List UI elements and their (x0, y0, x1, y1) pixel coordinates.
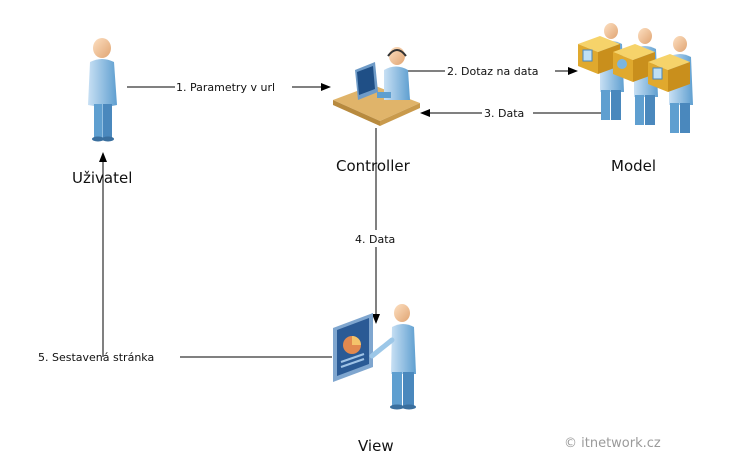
controller-label: Controller (336, 157, 411, 175)
user-label: Uživatel (72, 169, 132, 187)
edge-parametry-v-url: 1. Parametry v url (127, 81, 331, 94)
edge-dotaz-na-data: 2. Dotaz na data (406, 65, 578, 78)
edge-label-2: 2. Dotaz na data (447, 65, 539, 78)
edge-data-controller-view: 4. Data (355, 128, 395, 324)
copyright-text: © itnetwork.cz (564, 436, 661, 451)
edge-sestavena-stranka: 5. Sestavená stránka (38, 152, 332, 364)
controller-desk-icon (333, 47, 420, 126)
edge-data-model-controller: 3. Data (420, 107, 603, 120)
model-workers-icon (578, 23, 693, 133)
user-person-icon (88, 38, 117, 142)
edge-label-1: 1. Parametry v url (176, 81, 275, 94)
edge-label-4: 4. Data (355, 233, 395, 246)
view-label: View (358, 437, 394, 455)
edge-label-5: 5. Sestavená stránka (38, 351, 154, 364)
view-presenter-icon (333, 304, 416, 410)
edge-label-3: 3. Data (484, 107, 524, 120)
model-label: Model (611, 157, 656, 175)
